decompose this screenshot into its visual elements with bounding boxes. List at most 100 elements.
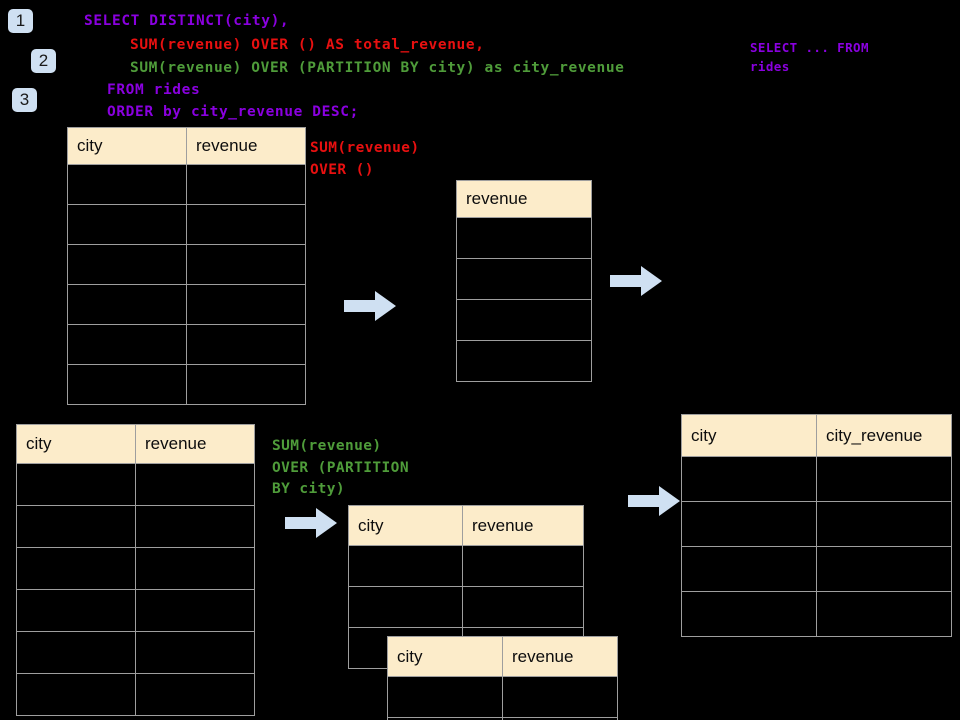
table-row (16, 589, 255, 632)
table-header-row: city city_revenue (681, 414, 952, 457)
table-row (67, 284, 306, 325)
annotation-sum-over-empty: SUM(revenue) OVER () (310, 140, 420, 178)
column-header-city: city (348, 505, 463, 546)
step-badge-1[interactable]: 1 (8, 9, 33, 33)
table-row (456, 258, 592, 300)
column-header-city: city (387, 636, 503, 677)
cell-city-revenue (816, 501, 952, 547)
column-header-revenue: revenue (502, 636, 618, 677)
table-row (16, 673, 255, 716)
column-header-city-revenue: city_revenue (816, 414, 952, 457)
cell-revenue (502, 676, 618, 718)
cell-revenue (186, 164, 306, 205)
cell-revenue (456, 217, 592, 259)
sql-line-sum-over-empty: SUM(revenue) OVER () AS total_revenue, (130, 37, 485, 53)
arrow-source-to-total (344, 291, 396, 321)
total-revenue-table: revenue (456, 180, 592, 382)
arrow-source-to-partition (285, 508, 337, 538)
table-header-row: city revenue (67, 127, 306, 165)
annotation-sum-over-partition: SUM(revenue) OVER (PARTITION BY city) (272, 438, 409, 497)
column-header-city: city (67, 127, 187, 165)
cell-revenue (456, 299, 592, 341)
cell-city (16, 631, 136, 674)
cell-revenue (135, 505, 255, 548)
cell-city (16, 589, 136, 632)
table-header-row: city revenue (16, 424, 255, 464)
cell-revenue (135, 547, 255, 590)
sql-line-order-by: ORDER by city_revenue DESC; (107, 104, 359, 120)
sql-line-sum-over-partition: SUM(revenue) OVER (PARTITION BY city) as… (130, 60, 625, 76)
cell-revenue (186, 204, 306, 245)
table-header-row: revenue (456, 180, 592, 218)
column-header-revenue: revenue (135, 424, 255, 464)
cell-revenue (456, 340, 592, 382)
table-header-row: city revenue (387, 636, 618, 677)
table-row (16, 631, 255, 674)
column-header-city: city (16, 424, 136, 464)
cell-city (387, 676, 503, 718)
rides-source-table-bottom: city revenue (16, 424, 255, 716)
table-header-row: city revenue (348, 505, 584, 546)
cell-city (681, 501, 817, 547)
cell-revenue (462, 545, 584, 587)
cell-city (348, 586, 463, 628)
cell-city (67, 364, 187, 405)
annotation-select-from: SELECT ... FROM rides (750, 40, 869, 74)
sql-line-from: FROM rides (107, 82, 201, 98)
table-row (16, 547, 255, 590)
table-row (681, 456, 952, 502)
step-badge-2[interactable]: 2 (31, 49, 56, 73)
cell-city (67, 164, 187, 205)
sql-line-select: SELECT DISTINCT(city), (84, 13, 290, 29)
table-row (681, 546, 952, 592)
column-header-city: city (681, 414, 817, 457)
cell-city (16, 463, 136, 506)
column-header-revenue: revenue (456, 180, 592, 218)
cell-revenue (186, 284, 306, 325)
cell-city (67, 244, 187, 285)
table-row (67, 244, 306, 285)
column-header-revenue: revenue (186, 127, 306, 165)
table-row (16, 505, 255, 548)
table-row (67, 164, 306, 205)
cell-city-revenue (816, 546, 952, 592)
cell-city-revenue (816, 591, 952, 637)
table-row (456, 340, 592, 382)
table-row (681, 591, 952, 637)
table-row (456, 217, 592, 259)
cell-city-revenue (816, 456, 952, 502)
partition-group-table-front: city revenue (387, 636, 618, 720)
cell-city (67, 324, 187, 365)
table-row (348, 545, 584, 587)
result-table: city city_revenue (681, 414, 952, 637)
cell-revenue (135, 463, 255, 506)
cell-revenue (135, 631, 255, 674)
cell-revenue (502, 717, 618, 720)
cell-city (16, 547, 136, 590)
step-badge-3[interactable]: 3 (12, 88, 37, 112)
cell-city (348, 545, 463, 587)
table-row (456, 299, 592, 341)
cell-revenue (186, 244, 306, 285)
table-row (16, 463, 255, 506)
column-header-revenue: revenue (462, 505, 584, 546)
table-row (67, 204, 306, 245)
cell-revenue (186, 364, 306, 405)
cell-city (67, 204, 187, 245)
table-row (67, 324, 306, 365)
cell-city (681, 591, 817, 637)
arrow-partition-to-result (628, 486, 680, 516)
cell-revenue (135, 673, 255, 716)
table-row (348, 586, 584, 628)
cell-city (16, 505, 136, 548)
table-row (387, 676, 618, 718)
table-row (681, 501, 952, 547)
cell-city (67, 284, 187, 325)
cell-revenue (462, 586, 584, 628)
cell-revenue (135, 589, 255, 632)
arrow-total-to-result (610, 266, 662, 296)
rides-source-table: city revenue (67, 127, 306, 405)
cell-revenue (456, 258, 592, 300)
cell-city (681, 546, 817, 592)
table-row (67, 364, 306, 405)
